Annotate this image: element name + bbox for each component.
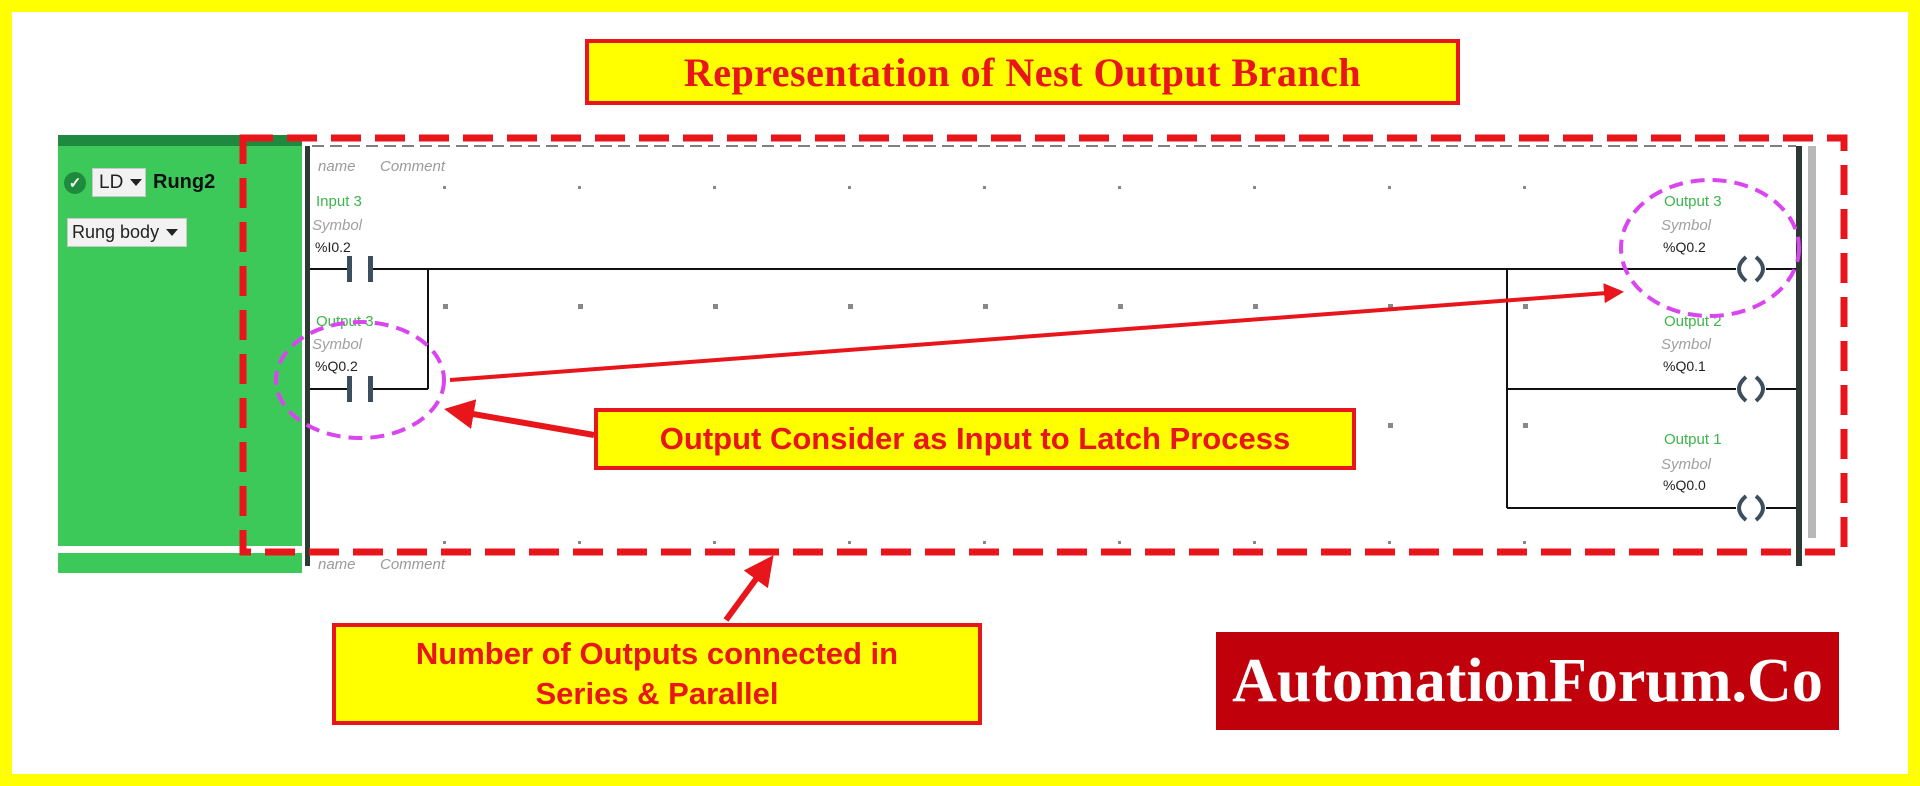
coil-symbol: Symbol xyxy=(1661,217,1712,234)
rung-header-name: name xyxy=(318,158,356,175)
output-coil-highlight xyxy=(1619,178,1801,318)
latch-callout-arrow xyxy=(444,399,595,438)
coil-address[interactable]: %Q0.2 xyxy=(1663,239,1706,255)
figure-title: Representation of Nest Output Branch xyxy=(585,39,1460,105)
contact-label: Input 3 xyxy=(316,193,362,210)
contact-symbol: Symbol xyxy=(312,217,363,234)
outputs-callout-line2: Series & Parallel xyxy=(535,676,779,711)
contact-symbol: Symbol xyxy=(312,336,363,353)
coil-symbol: Symbol xyxy=(1661,456,1712,473)
coil-address[interactable]: %Q0.1 xyxy=(1663,358,1706,374)
rung-section-select[interactable]: Rung body xyxy=(67,218,187,247)
coil-label: Output 2 xyxy=(1664,313,1722,330)
rung-name: Rung2 xyxy=(153,171,216,193)
coil-symbol-icon[interactable] xyxy=(1737,255,1765,283)
chevron-down-icon xyxy=(130,179,143,186)
coil-address[interactable]: %Q0.0 xyxy=(1663,477,1706,493)
language-select[interactable]: LD xyxy=(92,168,146,197)
latch-contact-highlight xyxy=(274,320,446,440)
latch-link-arrow xyxy=(449,283,1624,382)
contact-symbol-icon[interactable] xyxy=(347,256,373,282)
rung-highlight-box xyxy=(239,134,1848,556)
left-power-rail xyxy=(305,146,310,566)
coil-label: Output 3 xyxy=(1664,193,1722,210)
scrollbar[interactable] xyxy=(1808,146,1816,538)
outputs-callout-line1: Number of Outputs connected in xyxy=(415,636,899,671)
coil-label: Output 1 xyxy=(1664,431,1722,448)
contact-address[interactable]: %Q0.2 xyxy=(315,358,358,374)
chevron-down-icon xyxy=(166,229,179,236)
next-rung-header-name: name xyxy=(318,556,356,573)
coil-symbol-icon[interactable] xyxy=(1737,494,1765,522)
contact-address[interactable]: %I0.2 xyxy=(315,239,351,255)
rung-sidebar xyxy=(58,146,302,546)
contact-symbol-icon[interactable] xyxy=(347,376,373,402)
coil-symbol: Symbol xyxy=(1661,336,1712,353)
rung-sidebar-top-bar xyxy=(58,135,302,146)
rung-section-select-value: Rung body xyxy=(72,222,160,242)
rung-header-comment: Comment xyxy=(380,158,446,175)
latch-callout: Output Consider as Input to Latch Proces… xyxy=(594,408,1356,470)
next-rung-header-comment: Comment xyxy=(380,556,446,573)
right-power-rail xyxy=(1796,146,1802,566)
outputs-callout: Number of Outputs connected in Series & … xyxy=(332,623,982,725)
ladder-wires xyxy=(310,268,1796,509)
next-rung-sidebar xyxy=(58,553,302,573)
grid-dots xyxy=(443,186,1528,544)
coil-symbol-icon[interactable] xyxy=(1737,375,1765,403)
outputs-callout-arrow xyxy=(723,555,774,622)
language-select-value: LD xyxy=(99,171,124,193)
brand-logo: AutomationForum.Co xyxy=(1216,632,1839,730)
rung-enabled-check-icon[interactable]: ✓ xyxy=(64,172,86,194)
